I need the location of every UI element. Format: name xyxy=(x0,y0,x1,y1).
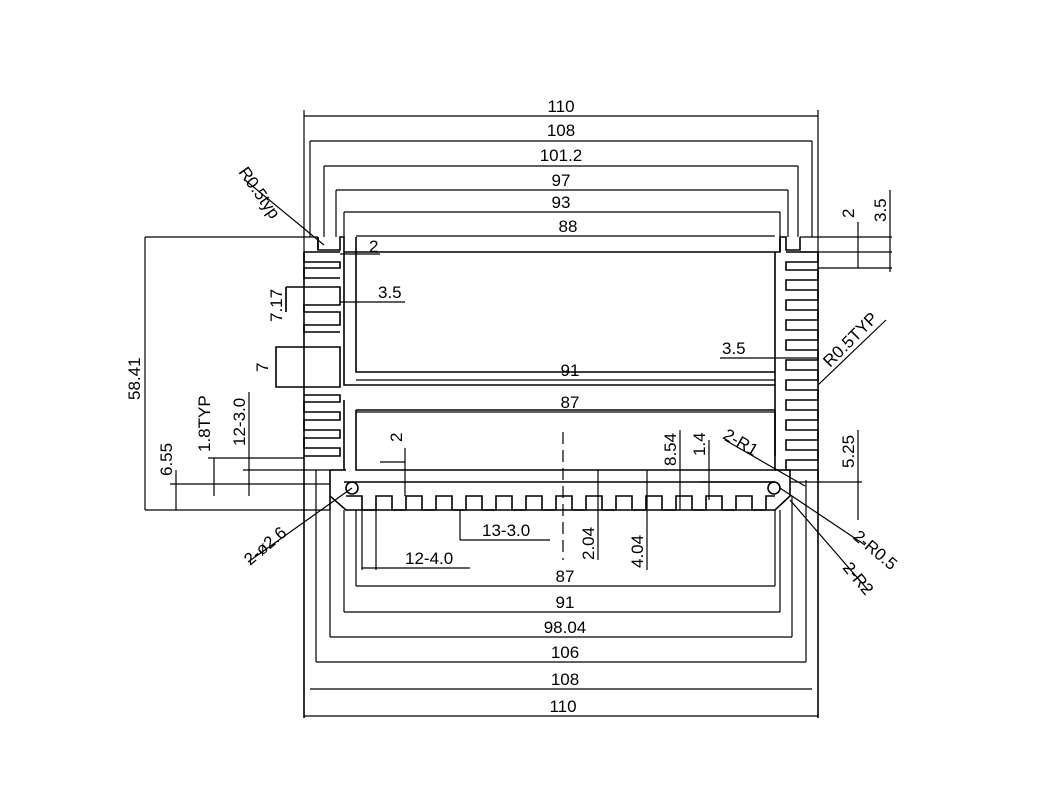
label-d854: 8.54 xyxy=(661,433,680,466)
dim-inner-91: 91 xyxy=(561,361,580,380)
dim-bottom-6: 110 xyxy=(549,697,576,716)
dim-top-4: 97 xyxy=(552,171,571,190)
label-r2: 2-R2 xyxy=(839,558,877,598)
dim-top-2: 108 xyxy=(547,121,575,140)
dim-bottom-4: 106 xyxy=(551,643,579,662)
label-r-typ: R0.5TYP xyxy=(819,309,881,371)
profile-outline xyxy=(275,236,819,718)
label-r1: 2-R1 xyxy=(720,425,761,460)
dim-bottom-1: 87 xyxy=(556,567,575,586)
top-dimensions: 110 108 101.2 97 93 88 xyxy=(303,97,819,252)
label-typ18: 1.8TYP xyxy=(195,395,214,452)
label-hole: 2-ø2.6 xyxy=(240,523,290,569)
dim-top-3: 101.2 xyxy=(540,146,583,165)
label-slots-left: 12-3.0 xyxy=(230,398,249,446)
dim-bottom-3: 98.04 xyxy=(544,618,587,637)
dim-top-6: 88 xyxy=(559,217,578,236)
label-slots-13: 13-3.0 xyxy=(482,521,530,540)
label-r-top: R0.5typ xyxy=(235,163,284,222)
label-d404: 4.04 xyxy=(628,535,647,568)
label-gap: 2 xyxy=(369,237,378,256)
label-rib-left: 3.5 xyxy=(378,283,402,302)
label-step2: 2 xyxy=(387,433,406,442)
dim-bottom-2: 91 xyxy=(556,593,575,612)
left-annotations: R0.5typ 2 3.5 7.17 7 58.41 6.55 1.8TYP 1… xyxy=(125,163,406,569)
inner-width-dimensions: 91 87 xyxy=(356,361,775,413)
label-d204: 2.04 xyxy=(579,527,598,560)
label-slots-12: 12-4.0 xyxy=(405,549,453,568)
label-d14: 1.4 xyxy=(690,432,709,456)
label-h717: 7.17 xyxy=(267,289,286,322)
dim-bottom-5: 108 xyxy=(551,670,579,689)
bottom-dimensions: 87 91 98.04 106 108 110 xyxy=(304,470,818,717)
label-h7: 7 xyxy=(253,363,272,372)
dim-inner-87: 87 xyxy=(561,393,580,412)
label-right-2: 2 xyxy=(839,209,858,218)
bottom-slot-annotations: 13-3.0 12-4.0 2.04 4.04 xyxy=(361,470,648,570)
label-right-35: 3.5 xyxy=(871,198,890,222)
dim-top-5: 93 xyxy=(552,193,571,212)
label-overall-height: 58.41 xyxy=(125,357,144,400)
dim-top-1: 110 xyxy=(547,97,574,116)
label-rib-right: 3.5 xyxy=(722,339,746,358)
label-d525: 5.25 xyxy=(839,435,858,468)
label-h655: 6.55 xyxy=(157,443,176,476)
